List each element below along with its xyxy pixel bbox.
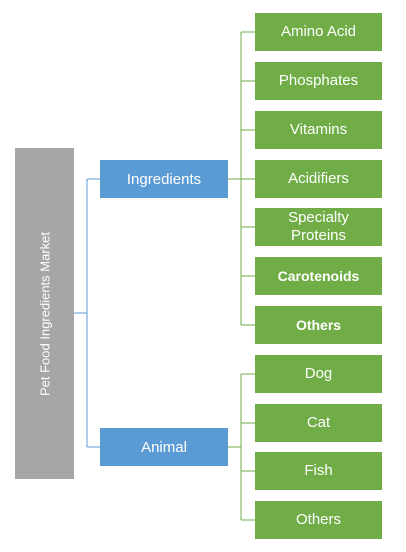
leaf-cat: Cat: [255, 404, 382, 442]
ingredients-connectors: [228, 31, 255, 326]
leaf-vitamins: Vitamins: [255, 111, 382, 149]
category-ingredients: Ingredients: [100, 160, 228, 198]
animal-connectors: [228, 373, 255, 521]
category-animal: Animal: [100, 428, 228, 466]
leaf-amino-acid: Amino Acid: [255, 13, 382, 51]
leaf-dog: Dog: [255, 355, 382, 393]
leaf-fish: Fish: [255, 452, 382, 490]
leaf-acidifiers: Acidifiers: [255, 160, 382, 198]
leaf-ingredients-others: Others: [255, 306, 382, 344]
leaf-specialty-proteins: Specialty Proteins: [255, 208, 382, 246]
leaf-animal-others: Others: [255, 501, 382, 539]
root-label: Pet Food Ingredients Market: [37, 231, 52, 396]
leaf-carotenoids: Carotenoids: [255, 257, 382, 295]
root-node: Pet Food Ingredients Market: [15, 148, 74, 479]
leaf-phosphates: Phosphates: [255, 62, 382, 100]
root-connectors: [74, 178, 100, 448]
